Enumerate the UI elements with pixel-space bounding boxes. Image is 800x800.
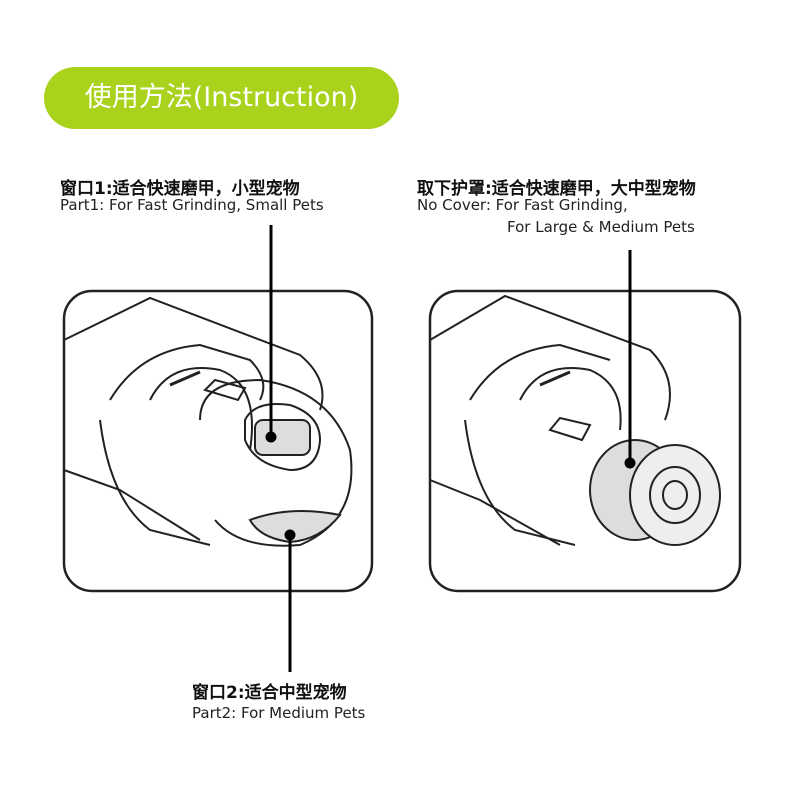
left-panel-frame	[62, 289, 374, 593]
callout-lines	[265, 225, 636, 672]
instruction-title-badge: 使用方法(Instruction)	[44, 67, 399, 129]
window1-caption-cn: 窗口1:适合快速磨甲，小型宠物	[60, 179, 300, 199]
grinder-with-cover-drawing	[63, 296, 353, 547]
window1-caption-en: Part1: For Fast Grinding, Small Pets	[60, 196, 324, 214]
no-cover-caption-en-2: For Large & Medium Pets	[507, 218, 695, 236]
right-panel-frame	[428, 289, 742, 593]
grinder-without-cover-drawing	[429, 294, 721, 546]
window2-caption-en: Part2: For Medium Pets	[192, 704, 366, 722]
no-cover-caption-en-1: No Cover: For Fast Grinding,	[417, 196, 628, 214]
window2-caption-cn: 窗口2:适合中型宠物	[192, 683, 347, 703]
no-cover-caption-cn: 取下护罩:适合快速磨甲，大中型宠物	[417, 179, 696, 199]
